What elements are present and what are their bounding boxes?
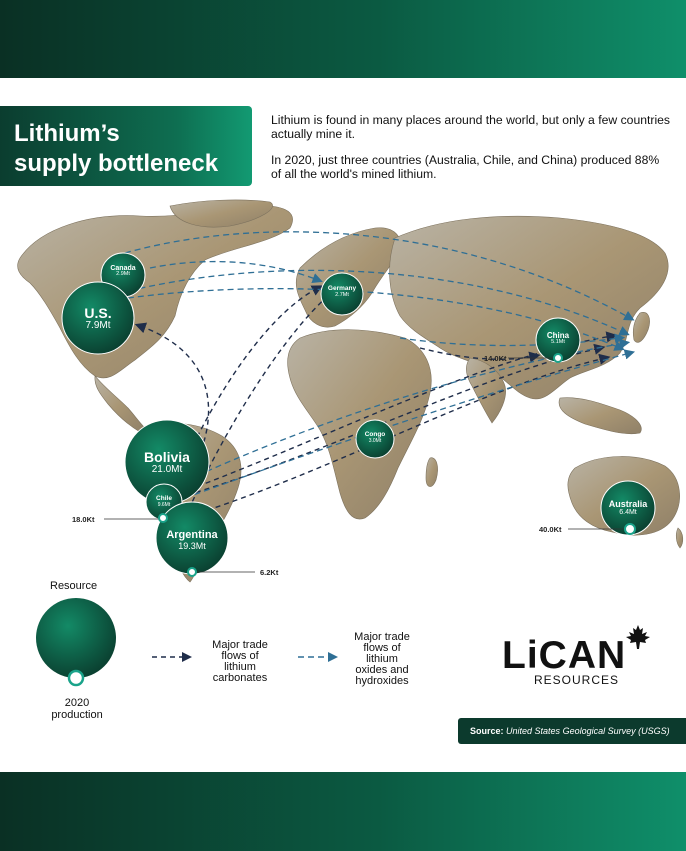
prod-dot-china [553, 353, 563, 363]
africa-shape [287, 329, 432, 520]
legend-carbonates-line-3: lithium [224, 661, 256, 673]
legend-production-line-1: 2020 [64, 697, 90, 709]
legend-oxides-line-3: lithium [366, 653, 398, 665]
world-map-graphic [17, 199, 684, 583]
prod-dot-australia [624, 523, 636, 535]
prod-dot-argentina [187, 567, 197, 577]
production-markers [104, 353, 636, 577]
maple-leaf-shape [626, 625, 650, 649]
production-chile: 18.0Kt [72, 515, 95, 524]
legend-carbonates-line-4: carbonates [212, 672, 268, 684]
legend-resource-label: Resource [50, 580, 98, 592]
source-text: United States Geological Survey (USGS) [506, 726, 670, 736]
madagascar-shape [425, 457, 438, 487]
legend-carbonates-line-1: Major trade [212, 639, 268, 651]
flow-argentina-china [189, 353, 611, 517]
legend-bubble [36, 598, 116, 687]
bubble-argentina [155, 501, 229, 575]
bubble-australia [600, 480, 656, 536]
legend-carbonate-head [182, 652, 192, 662]
lican-logo-text: LiCAN [502, 634, 627, 677]
legend-resource-circle [36, 598, 116, 678]
southeast-asia-shape [558, 397, 642, 435]
intro-text: Lithium is found in many places around t… [271, 113, 671, 193]
legend-oxide-head [328, 652, 338, 662]
central-america-shape [94, 375, 146, 433]
source-label: Source: [470, 726, 504, 736]
flow-chile-china [169, 343, 606, 501]
asia-shape [389, 215, 669, 400]
production-australia: 40.0Kt [539, 525, 562, 534]
legend-carbonate-arrow [152, 652, 192, 662]
north-america-shape [17, 205, 293, 379]
flow-chile-germany [167, 285, 323, 504]
bottom-banner [0, 772, 686, 851]
production-china: 14.0Kt [484, 354, 507, 363]
legend-production-label: 2020 production [40, 697, 114, 721]
intro-paragraph-1: Lithium is found in many places around t… [271, 113, 671, 141]
top-banner [0, 0, 686, 78]
legend-production-dot [67, 669, 85, 687]
flow-canada-germany [149, 260, 323, 284]
title-box: Lithium’s supply bottleneck [0, 106, 252, 186]
greenland-shape [169, 199, 273, 228]
production-argentina: 6.2Kt [260, 568, 279, 577]
bubble-us [61, 281, 135, 355]
legend-oxides-line-1: Major trade [354, 631, 410, 643]
flow-australia-china [419, 347, 541, 363]
flow-argentina-china-oxide [184, 349, 636, 499]
world-map: Canada 2.9Mt U.S. 7.9Mt Germany 2.7Mt Ch… [0, 198, 686, 590]
lican-logo-subtitle: RESOURCES [534, 673, 620, 687]
intro-paragraph-2: In 2020, just three countries (Australia… [271, 153, 660, 181]
prod-dot-chile [158, 513, 168, 523]
new-zealand-shape [675, 527, 684, 549]
flow-us-asia-1 [124, 231, 635, 321]
legend-oxides: Major trade flows of lithium oxides and … [342, 632, 422, 687]
bubble-congo [355, 419, 395, 459]
flow-us-asia-2 [119, 269, 630, 336]
title-line-1: Lithium’s [14, 120, 120, 147]
legend-production-line-2: production [51, 709, 103, 721]
source-bar: Source: United States Geological Survey … [458, 718, 686, 744]
resource-bubbles [61, 252, 656, 575]
legend-carbonates: Major trade flows of lithium carbonates [200, 640, 280, 684]
legend-oxides-line-5: hydroxides [355, 675, 409, 687]
title-line-2: supply bottleneck [14, 150, 219, 177]
legend-carbonates-line-2: flows of [221, 650, 259, 662]
legend-oxides-line-4: oxides and [355, 664, 409, 676]
flow-australia-asia [399, 333, 626, 347]
japan-shape [632, 312, 650, 343]
bubble-germany [320, 272, 364, 316]
maple-leaf-icon [626, 625, 650, 649]
legend-oxide-arrow [298, 652, 338, 662]
legend-oxides-line-2: flows of [363, 642, 401, 654]
